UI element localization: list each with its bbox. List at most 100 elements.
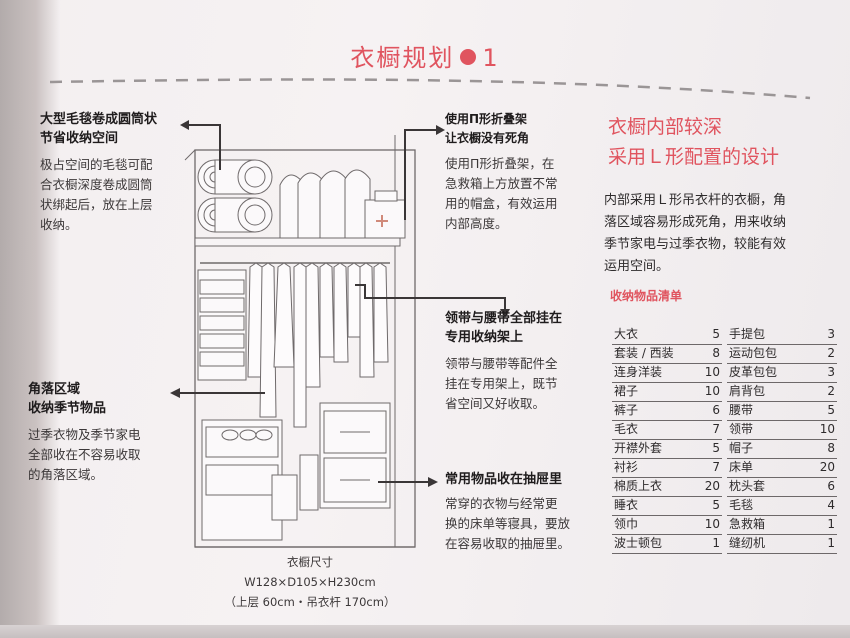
annotation-line: 换的床单等寝具，要放: [445, 516, 571, 531]
annotation-line: 急救箱上方放置不常: [445, 176, 558, 191]
annotation-line: 省空间又好收取。: [445, 396, 546, 411]
item-name: 套装 / 西装: [614, 346, 674, 360]
annotation-line: 状绑起后，放在上层: [40, 197, 153, 212]
wardrobe-caption: 衣橱尺寸 W128×D105×H230cm （上层 60cm・吊衣杆 170cm…: [215, 552, 405, 612]
annotation-heading: 专用收纳架上: [445, 330, 524, 345]
annotation-heading: 让衣橱没有死角: [445, 131, 530, 145]
caption-line: （上层 60cm・吊衣杆 170cm）: [224, 595, 396, 609]
item-quantity: 8: [827, 441, 835, 455]
annotation-line: 挂在专用架上，既节: [445, 376, 558, 391]
annotation-heading: 大型毛毯卷成圆筒状: [40, 112, 158, 127]
item-name: 帽子: [729, 441, 754, 455]
section-body-line: 落区域容易形成死角，用来收纳: [604, 215, 787, 230]
annotation-heading: 领带与腰带全部挂在: [445, 311, 563, 326]
table-row: 枕头套 6: [727, 478, 837, 497]
annotation-line: 合衣橱深度卷成圆筒: [40, 177, 153, 192]
table-row: 大衣 5: [612, 326, 722, 345]
item-quantity: 10: [704, 517, 720, 531]
section-title-line: 采用Ｌ形配置的设计: [608, 146, 780, 168]
annotation-line: 内部高度。: [445, 216, 508, 231]
item-name: 裤子: [614, 403, 639, 417]
item-name: 急救箱: [729, 517, 766, 531]
annotation-line: 用的帽盒，有效运用: [445, 196, 558, 211]
annotation-body: 使用П形折叠架，在 急救箱上方放置不常 用的帽盒，有效运用 内部高度。: [445, 154, 595, 234]
annotation-body: 过季衣物及季节家电 全部收在不容易收取 的角落区域。: [28, 425, 178, 485]
item-quantity: 6: [827, 479, 835, 493]
item-name: 波士顿包: [614, 536, 663, 550]
item-quantity: 7: [712, 422, 720, 436]
item-name: 缝纫机: [729, 536, 766, 550]
item-name: 皮革包包: [729, 365, 778, 379]
annotation-belt: 领带与腰带全部挂在 专用收纳架上 领带与腰带等配件全 挂在专用架上，既节 省空间…: [445, 309, 595, 414]
arrow-corner-icon: [170, 388, 265, 398]
item-name: 领巾: [614, 517, 639, 531]
item-quantity: 2: [827, 384, 835, 398]
caption-line: W128×D105×H230cm: [244, 575, 376, 589]
arrow-drawer-icon: [378, 477, 438, 487]
annotation-line: 极占空间的毛毯可配: [40, 157, 153, 172]
item-name: 睡衣: [614, 498, 639, 512]
table-row: 皮革包包 3: [727, 364, 837, 383]
item-name: 毛毯: [729, 498, 754, 512]
annotation-line: 常穿的衣物与经常更: [445, 496, 558, 511]
item-name: 开襟外套: [614, 441, 663, 455]
annotation-heading: 角落区域: [28, 382, 81, 397]
page-edge: [0, 625, 850, 638]
bullet-dot-icon: [460, 49, 477, 65]
annotation-line: 使用П形折叠架，在: [445, 156, 555, 171]
annotation-body: 领带与腰带等配件全 挂在专用架上，既节 省空间又好收取。: [445, 354, 595, 414]
annotation-line: 的角落区域。: [28, 467, 104, 482]
table-row: 领带 10: [727, 421, 837, 440]
item-quantity: 4: [827, 498, 835, 512]
item-quantity: 1: [712, 536, 720, 550]
arrow-rack-icon: [404, 125, 445, 220]
item-name: 领带: [729, 422, 754, 436]
section-body-line: 运用空间。: [604, 259, 670, 274]
item-quantity: 1: [827, 536, 835, 550]
table-row: 波士顿包 1: [612, 535, 722, 554]
item-quantity: 10: [704, 365, 720, 379]
annotation-line: 过季衣物及季节家电: [28, 427, 141, 442]
item-quantity: 10: [819, 422, 835, 436]
item-name: 肩背包: [729, 384, 766, 398]
title-number: 1: [482, 44, 500, 72]
item-quantity: 3: [827, 327, 835, 341]
item-name: 枕头套: [729, 479, 766, 493]
item-quantity: 5: [712, 327, 720, 341]
item-quantity: 20: [704, 479, 720, 493]
item-name: 腰带: [729, 403, 754, 417]
annotation-heading: 常用物品收在抽屉里: [445, 472, 563, 487]
item-name: 毛衣: [614, 422, 639, 436]
item-quantity: 10: [704, 384, 720, 398]
item-quantity: 1: [827, 517, 835, 531]
item-quantity: 7: [712, 460, 720, 474]
table-row: 手提包 3: [727, 326, 837, 345]
annotation-body: 常穿的衣物与经常更 换的床单等寝具，要放 在容易收取的抽屉里。: [445, 494, 605, 554]
table-row: 毛衣 7: [612, 421, 722, 440]
section-title-line: 衣橱内部较深: [608, 116, 723, 138]
item-quantity: 20: [819, 460, 835, 474]
section-title: 衣橱内部较深 采用Ｌ形配置的设计: [608, 112, 779, 172]
dashed-divider: [50, 78, 811, 100]
item-name: 大衣: [614, 327, 639, 341]
item-quantity: 3: [827, 365, 835, 379]
table-row: 领巾 10: [612, 516, 722, 535]
section-body-line: 内部采用Ｌ形吊衣杆的衣橱，角: [604, 193, 787, 208]
item-name: 手提包: [729, 327, 766, 341]
item-quantity: 6: [712, 403, 720, 417]
item-quantity: 5: [827, 403, 835, 417]
item-quantity: 2: [827, 346, 835, 360]
caption-line: 衣橱尺寸: [287, 555, 333, 569]
table-row: 急救箱 1: [727, 516, 837, 535]
